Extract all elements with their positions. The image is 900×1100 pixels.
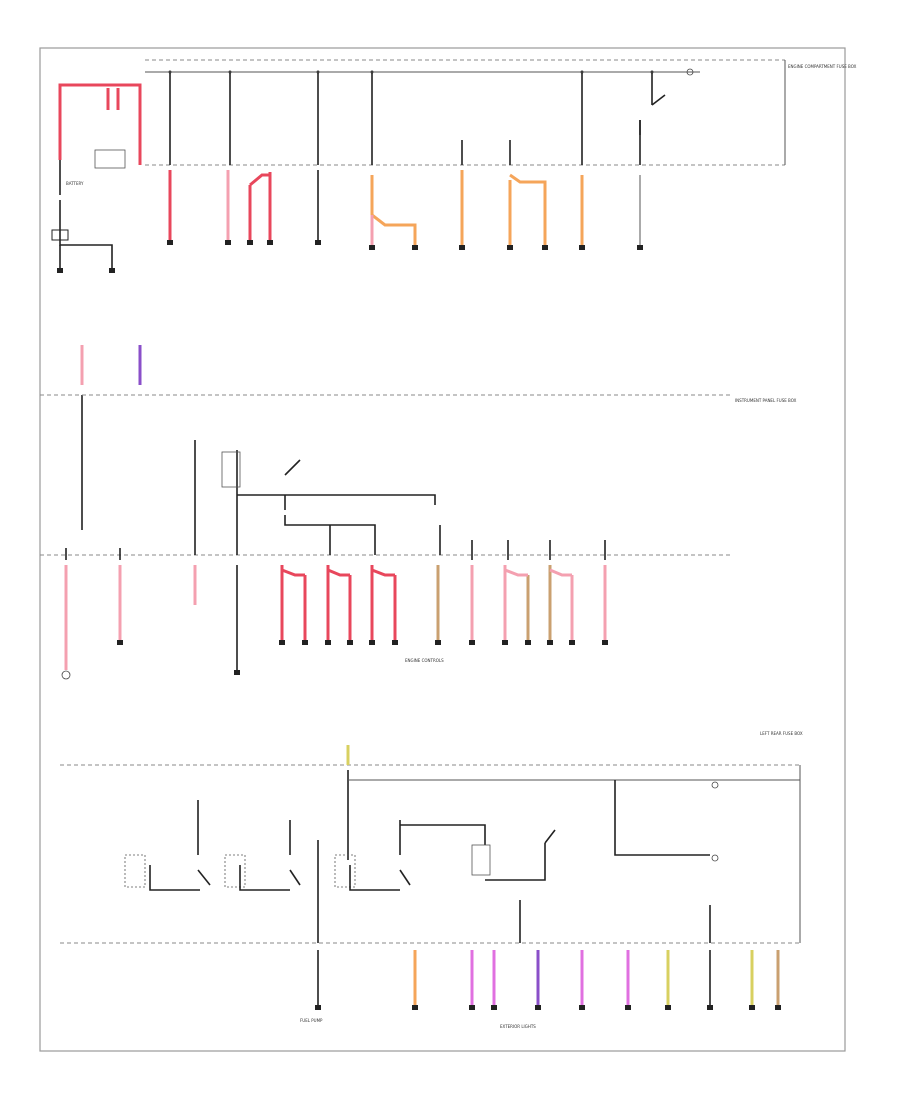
engine-controls-label: ENGINE CONTROLS (405, 658, 444, 663)
lr-fuse-box-label: LEFT REAR FUSE BOX (760, 731, 803, 736)
left-mid-connectors (80, 345, 142, 530)
engine-compartment-fuse-box: ENGINE COMPARTMENT FUSE BOX (145, 59, 857, 166)
left-rear-fuse-box: LEFT REAR FUSE BOX (60, 731, 803, 944)
ip-switches (194, 440, 441, 555)
top-relay (639, 68, 694, 135)
battery-label: BATTERY (66, 181, 84, 186)
fuse-box-label: ENGINE COMPARTMENT FUSE BOX (788, 64, 857, 69)
diagram-border (39, 47, 846, 1052)
lr-relays (124, 781, 719, 891)
ip-risers (65, 540, 606, 560)
battery-circuit: BATTERY (51, 83, 142, 273)
lr-feed (197, 745, 800, 943)
lr-output-wires: EXTERIOR LIGHTS FUEL PUMP (300, 950, 781, 1029)
ip-fuse-box-label: INSTRUMENT PANEL FUSE BOX (735, 398, 797, 403)
top-fuse-risers (145, 70, 700, 165)
exterior-lights-label: EXTERIOR LIGHTS (500, 1024, 536, 1029)
fuel-pump-label: FUEL PUMP (300, 1018, 323, 1023)
top-output-wires (167, 170, 643, 250)
ip-output-wires: ENGINE CONTROLS (61, 565, 608, 680)
instrument-panel-fuse-box: INSTRUMENT PANEL FUSE BOX (40, 394, 797, 556)
